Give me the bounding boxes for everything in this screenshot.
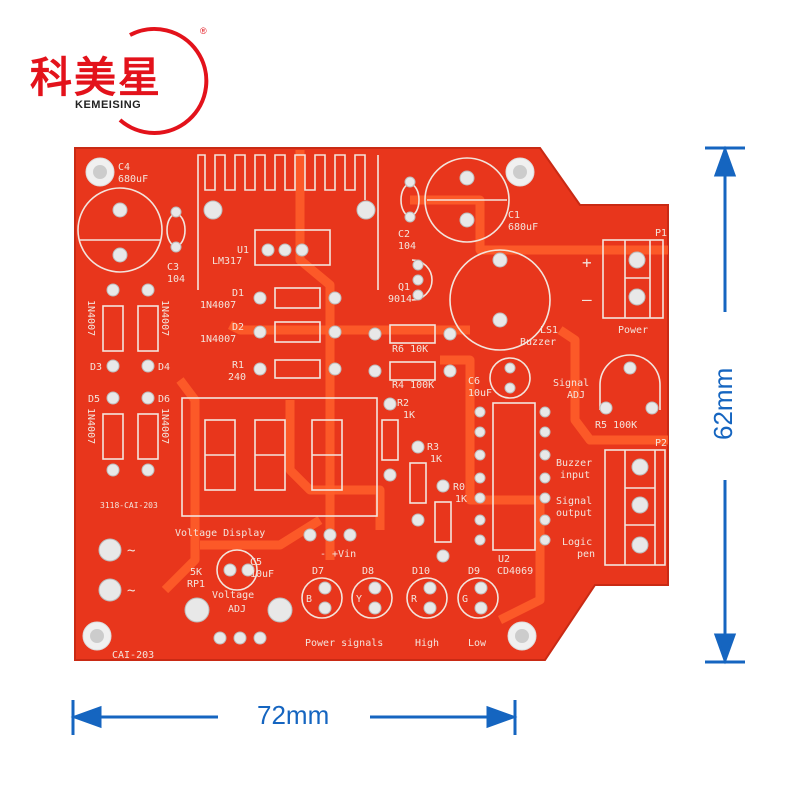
d1-ref: D1 (232, 288, 244, 299)
d2-ref: D2 (232, 322, 244, 333)
d10-color: R (411, 594, 418, 605)
d9-color: G (462, 594, 468, 605)
r5-label: R5 100K (595, 420, 637, 431)
vin-label: - +Vin (320, 549, 356, 560)
r3-value: 1K (430, 454, 442, 465)
u2-ref: U2 (498, 554, 510, 565)
voltage-display-label: Voltage Display (175, 528, 265, 539)
u2-value: CD4069 (497, 566, 533, 577)
d4-ref: D4 (158, 362, 170, 373)
rp1-ref: RP1 (187, 579, 205, 590)
ac-label-2: ~ (127, 583, 135, 599)
logic-pen-label-2: pen (577, 549, 595, 560)
buzzer-input-label-1: Buzzer (556, 458, 592, 469)
signal-output-label-2: output (556, 508, 592, 519)
c3-ref: C3 (167, 262, 179, 273)
high-label: High (415, 638, 439, 649)
r2-value: 1K (403, 410, 415, 421)
r2-ref: R2 (397, 398, 409, 409)
p2-ref: P2 (655, 438, 667, 449)
d8-color: Y (356, 594, 362, 605)
plus-label: + (582, 253, 592, 272)
ls1-value: Buzzer (520, 337, 556, 348)
r3-ref: R3 (427, 442, 439, 453)
voltage-adj-label-1: Voltage (212, 590, 254, 601)
c4-ref: C4 (118, 162, 130, 173)
r1-value: 240 (228, 372, 246, 383)
rp1-value: 5K (190, 567, 202, 578)
c1-value: 680uF (508, 222, 538, 233)
q1-value: 9014 (388, 294, 412, 305)
c5-value: 10uF (250, 569, 274, 580)
c6-ref: C6 (468, 376, 480, 387)
d5-value: 1N4007 (85, 408, 96, 444)
ac-label-1: ~ (127, 543, 135, 559)
registered-mark: ® (200, 26, 207, 36)
logic-pen-label-1: Logic (562, 537, 592, 548)
seven-segment-digits (204, 419, 343, 491)
signal-adj-label-2: ADJ (567, 390, 585, 401)
signal-output-label-1: Signal (556, 496, 592, 507)
r6-label: R6 10K (392, 344, 428, 355)
d6-ref: D6 (158, 394, 170, 405)
q1-ref: Q1 (398, 282, 410, 293)
d3-ref: D3 (90, 362, 102, 373)
d5-ref: D5 (88, 394, 100, 405)
mounting-hole-br (507, 621, 537, 651)
c1-ref: C1 (508, 210, 520, 221)
voltage-adj-label-2: ADJ (228, 604, 246, 615)
d2-value: 1N4007 (200, 334, 236, 345)
board-code-small: 3118-CAI-203 (100, 501, 158, 510)
c3-value: 104 (167, 274, 185, 285)
mounting-hole-tl (85, 157, 115, 187)
power-signals-label: Power signals (305, 638, 383, 649)
r1-ref: R1 (232, 360, 244, 371)
p1-label: Power (618, 325, 648, 336)
u2-pins (474, 406, 551, 546)
d4-value: 1N4007 (159, 300, 170, 336)
c4-value: 680uF (118, 174, 148, 185)
u1-ref: U1 (237, 245, 249, 256)
buzzer-input-label-2: input (560, 470, 590, 481)
d8-ref: D8 (362, 566, 374, 577)
ls1-ref: LS1 (540, 325, 558, 336)
height-dimension-label: 62mm (708, 367, 738, 440)
brand-name-cn: 科美星 (30, 53, 163, 102)
c2-ref: C2 (398, 229, 410, 240)
d7-color: B (306, 594, 312, 605)
mounting-hole-bl (82, 621, 112, 651)
d6-value: 1N4007 (159, 408, 170, 444)
d1-value: 1N4007 (200, 300, 236, 311)
d10-ref: D10 (412, 566, 430, 577)
c2-value: 104 (398, 241, 416, 252)
r0-ref: R0 (453, 482, 465, 493)
board-code: CAI-203 (112, 650, 154, 661)
u1-value: LM317 (212, 256, 242, 267)
mounting-hole-tr (505, 157, 535, 187)
d7-ref: D7 (312, 566, 324, 577)
r4-label: R4 100K (392, 380, 434, 391)
brand-name-en: KEMEISING (75, 99, 142, 111)
r0-value: 1K (455, 494, 467, 505)
d3-value: 1N4007 (85, 300, 96, 336)
c5-ref: C5 (250, 557, 262, 568)
width-dimension-label: 72mm (257, 700, 330, 730)
minus-label: – (582, 290, 592, 309)
p1-ref: P1 (655, 228, 667, 239)
c6-value: 10uF (468, 388, 492, 399)
d9-ref: D9 (468, 566, 480, 577)
low-label: Low (468, 638, 487, 649)
signal-adj-label-1: Signal (553, 378, 589, 389)
logo-ring (118, 26, 209, 135)
